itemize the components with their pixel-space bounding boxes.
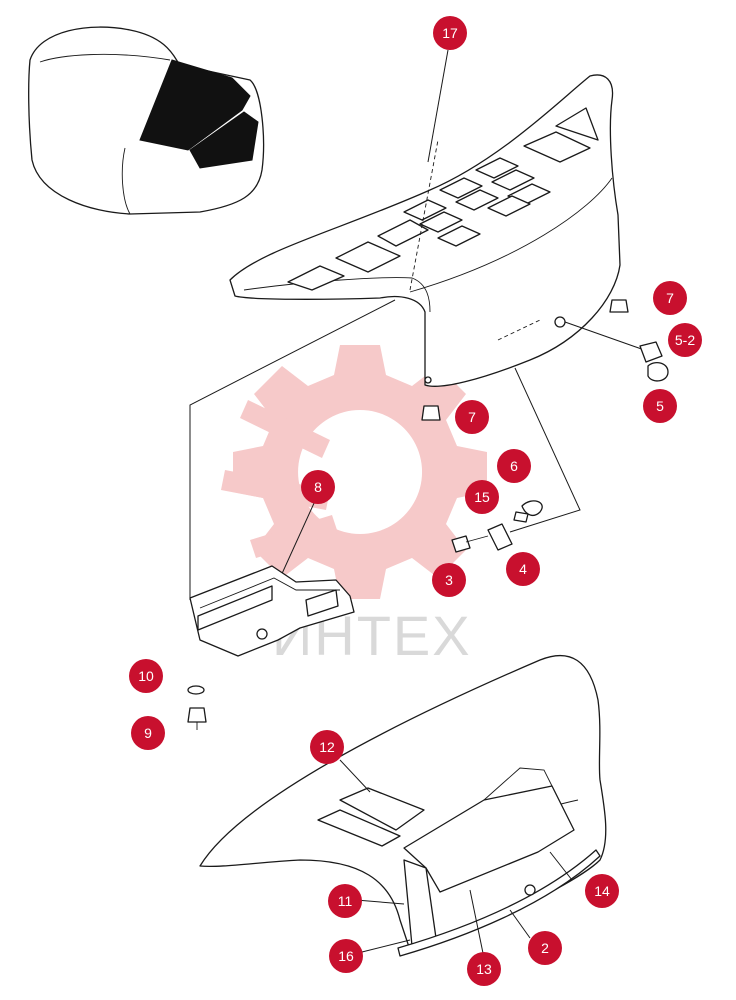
clip-15 [513,511,529,523]
assembly-lines-bottom [339,759,573,959]
callout-8: 8 [301,470,335,504]
callout-16: 16 [329,939,363,973]
callout-6: 6 [497,449,531,483]
hardware-top [421,299,669,553]
bracket-4 [487,523,513,551]
callout-11: 11 [328,884,362,918]
callout-7-right-label: 7 [666,290,674,306]
callout-7-right: 7 [653,281,687,315]
cushion-12 [339,787,425,831]
callout-13: 13 [467,952,501,986]
callout-10-label: 10 [138,668,154,684]
cap-5 [647,361,669,382]
callout-13-label: 13 [476,961,492,977]
trim-strip-2 [397,849,601,957]
callout-9: 9 [131,716,165,750]
callout-2-label: 2 [541,940,549,956]
callout-10: 10 [129,659,163,693]
callout-14: 14 [585,874,619,908]
callout-17: 17 [433,16,467,50]
washer-10 [187,685,205,695]
panel-insert [403,785,575,893]
bolt-7-right [609,299,629,313]
callout-7-bottom-label: 7 [468,409,476,425]
callout-5: 5 [643,389,677,423]
callout-11-label: 11 [338,893,353,909]
callout-9-label: 9 [144,725,152,741]
callout-15-label: 15 [474,489,490,505]
callout-16-label: 16 [338,948,354,964]
callout-2: 2 [528,931,562,965]
screw-3 [451,535,471,553]
callout-15: 15 [465,480,499,514]
panel-slots [287,107,599,291]
callout-12-label: 12 [319,739,335,755]
callout-5-label: 5 [656,398,664,414]
tray-bracket [189,565,355,657]
callout-12: 12 [310,730,344,764]
seat-cushion-dark [139,59,251,151]
callout-7-bottom: 7 [455,400,489,434]
callout-14-label: 14 [594,883,610,899]
callout-6-label: 6 [510,458,518,474]
callout-3: 3 [432,563,466,597]
callout-5-2: 5-2 [668,323,702,357]
bolt-7-bottom [421,405,441,421]
screw-9 [187,707,207,723]
top-panel [229,74,621,387]
callout-5-2-label: 5-2 [675,332,695,348]
watermark-wrench-icon [221,400,338,558]
bottom-panel [199,655,607,957]
callout-8-label: 8 [314,479,322,495]
callout-4: 4 [506,552,540,586]
callout-3-label: 3 [445,572,453,588]
hardware-left [187,685,207,730]
callout-4-label: 4 [519,561,527,577]
wire-6 [521,500,543,517]
callout-17-label: 17 [442,25,458,41]
clip-5-2 [639,341,663,363]
seat-thumbnail [28,26,265,215]
